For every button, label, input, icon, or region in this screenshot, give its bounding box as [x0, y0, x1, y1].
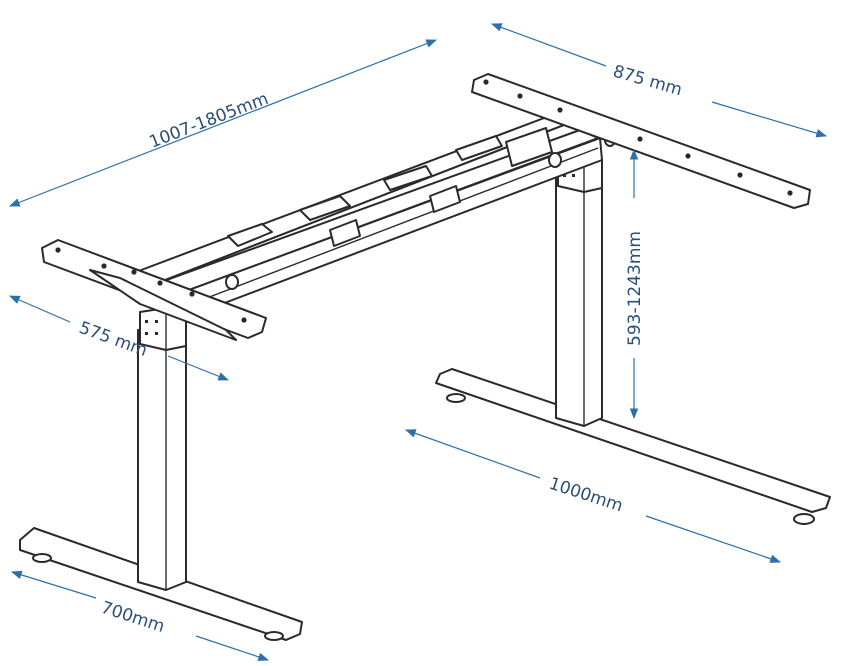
top-depth-dim-line-a [490, 23, 607, 67]
top-depth-label: 875 mm [611, 62, 685, 101]
foot-length-dim-line-b [645, 515, 782, 563]
right-leg [555, 153, 603, 427]
upper-depth-dim-line-a [9, 295, 71, 323]
front-foot-dim-line-b [195, 635, 270, 662]
height-range-label: 593-1243mm [625, 231, 645, 346]
front-foot-length-label: 700mm [98, 598, 167, 637]
upper-depth-label: 575 mm [76, 318, 150, 361]
foot-length-dim-line-a [404, 429, 541, 479]
width-dim-line [8, 39, 438, 207]
cross-beams [135, 111, 616, 317]
dimension-lines [8, 23, 828, 662]
front-foot-dim-line-a [10, 570, 97, 599]
foot-length-label: 1000mm [546, 474, 625, 517]
left-leg [137, 307, 187, 591]
top-depth-dim-line-b [711, 101, 828, 138]
width-range-label: 1007-1805mm [147, 89, 272, 153]
upper-depth-dim-line-b [167, 355, 230, 381]
right-foot [435, 368, 831, 525]
left-top-bracket [41, 239, 267, 341]
